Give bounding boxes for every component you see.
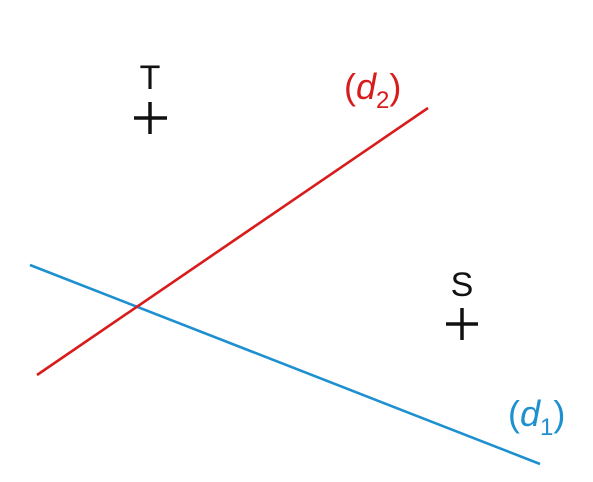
point-s-label: S: [451, 266, 474, 304]
point-t: T: [134, 59, 167, 134]
line-d1-label-open: (: [508, 393, 520, 434]
line-d2-label-sub: 2: [376, 87, 389, 114]
line-d2-label-open: (: [344, 66, 356, 107]
line-d1-label-close: ): [553, 393, 565, 434]
line-d2-label-var: d: [356, 66, 377, 107]
line-d1-label: (d1): [508, 393, 565, 441]
line-d2-label-close: ): [389, 66, 401, 107]
line-d2: [36, 106, 429, 377]
point-t-label: T: [140, 59, 161, 97]
line-d2-label: (d2): [344, 66, 401, 114]
line-d1-label-var: d: [520, 393, 541, 434]
line-d1-label-sub: 1: [540, 414, 553, 441]
line-d1: [29, 263, 541, 466]
point-s: S: [446, 266, 478, 340]
